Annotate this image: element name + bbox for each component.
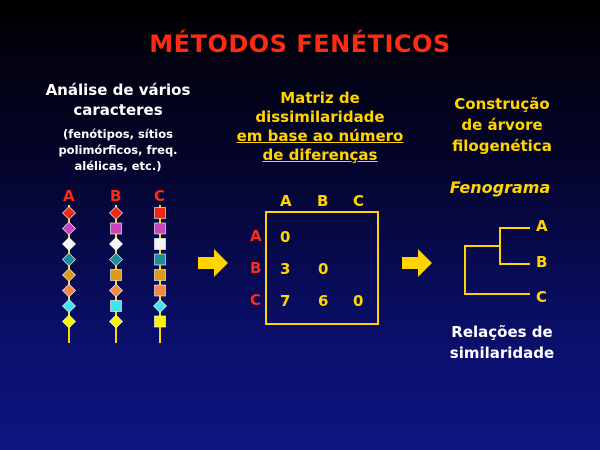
dissimilarity-matrix [265,211,379,325]
character-diamond-marker [109,314,123,329]
heading-line: filogenética [452,137,552,155]
character-square-marker [110,300,122,312]
character-diamond-marker [62,314,76,329]
character-diamond-marker [62,268,76,282]
phenogram-tree-graphic [464,227,530,295]
matrix-row-label-a: A [250,227,262,245]
matrix-col-label-c: C [353,192,365,210]
arrow-right-icon [402,249,432,277]
similarity-relations-caption: Relações de similaridade [428,322,576,364]
character-sequences [55,205,185,345]
dissimilarity-matrix-heading: Matriz de dissimilaridade em base ao núm… [222,89,418,165]
character-diamond-marker [153,299,167,313]
character-square-marker [154,269,166,281]
tree-leaf-b: B [536,253,548,271]
matrix-cell: 0 [280,228,291,246]
matrix-col-label-b: B [317,192,329,210]
sequence-label-a: A [63,187,75,205]
heading-line-underlined: em base ao número [236,127,404,145]
subtext-line: alélicas, etc.) [74,159,162,173]
character-square-marker [154,222,166,235]
subtext-line: (fenótipos, sítios [63,127,173,141]
matrix-cell: 6 [318,292,329,310]
character-analysis-heading: Análise de vários caracteres [22,80,214,120]
heading-line-underlined: de diferenças [262,146,378,164]
heading-line: dissimilaridade [255,108,385,126]
matrix-col-label-a: A [280,192,292,210]
matrix-cell: 3 [280,260,291,278]
caption-line: Relações de [451,323,553,341]
caption-line: similaridade [449,344,555,362]
character-diamond-marker [109,252,123,267]
character-diamond-marker [62,206,76,220]
character-diamond-marker [62,221,76,236]
character-sequences-graphic [62,205,167,343]
heading-line: Matriz de [280,89,360,107]
character-diamond-marker [62,283,76,298]
character-square-marker [154,284,166,297]
phenogram-label: Fenograma [449,178,551,197]
matrix-cell: 0 [353,292,364,310]
tree-construction-heading: Construção de árvore filogenética [432,94,572,157]
character-square-marker [154,315,166,328]
character-square-marker [154,253,166,266]
matrix-cell: 0 [318,260,329,278]
tree-leaf-c: C [536,288,548,306]
character-square-marker [154,207,166,219]
phenogram-tree [455,218,535,300]
character-analysis-subtext: (fenótipos, sítios polimórficos, freq. a… [22,126,214,174]
character-diamond-marker [62,299,76,313]
heading-line: de árvore [461,116,543,134]
matrix-row-label-c: C [250,291,262,309]
character-diamond-marker [62,252,76,267]
character-diamond-marker [109,206,123,220]
heading-line: caracteres [73,101,163,119]
sequence-label-c: C [154,187,166,205]
arrow-right-icon [198,249,228,277]
character-diamond-marker [109,237,123,251]
character-diamond-marker [62,237,76,251]
heading-line: Construção [454,95,550,113]
character-square-marker [110,269,122,281]
character-square-marker [110,222,122,235]
matrix-cell: 7 [280,292,291,310]
subtext-line: polimórficos, freq. [58,143,178,157]
heading-line: Análise de vários [45,81,191,99]
arrow-to-matrix [198,249,228,277]
sequence-label-b: B [110,187,122,205]
tree-leaf-a: A [536,217,548,235]
arrow-to-tree [402,249,432,277]
slide-title: MÉTODOS FENÉTICOS [149,30,451,58]
character-diamond-marker [109,283,123,298]
character-square-marker [154,238,166,250]
matrix-row-label-b: B [250,259,262,277]
